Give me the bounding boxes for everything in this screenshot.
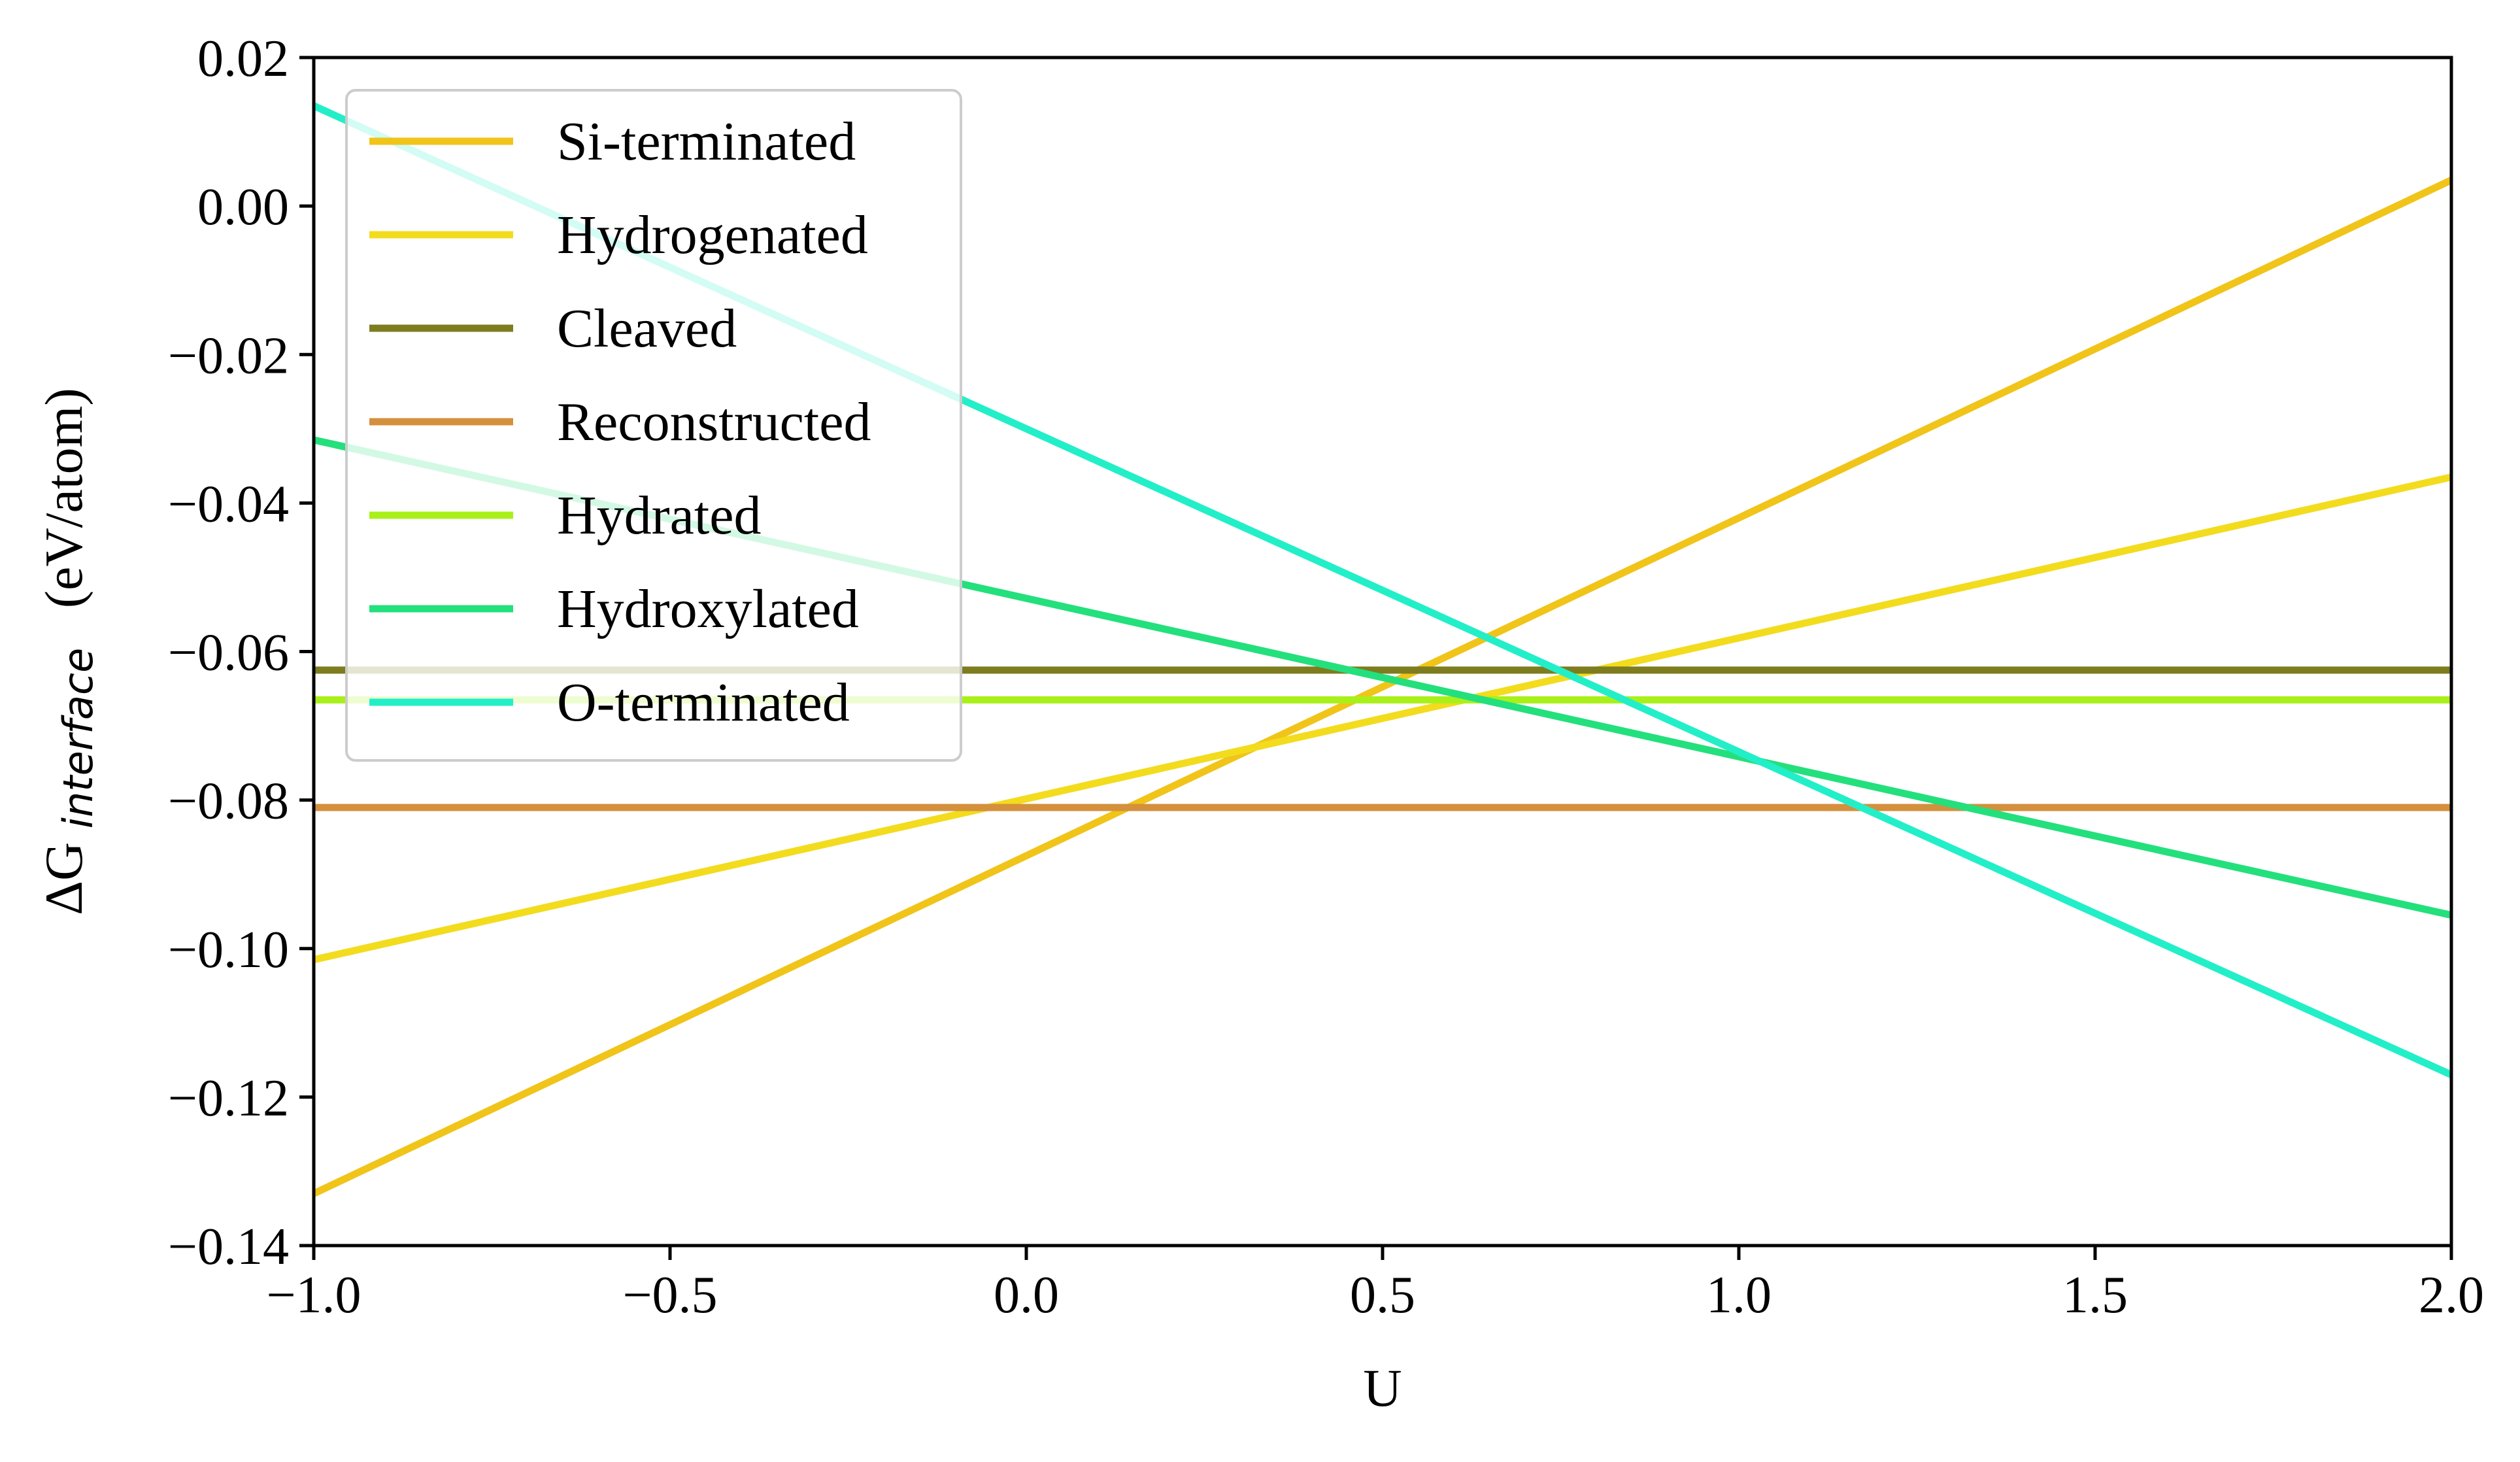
legend-item: O-terminated (369, 672, 850, 733)
y-axis-title-prefix: ΔG (34, 842, 93, 915)
legend-item: Hydrated (369, 485, 762, 546)
x-tick-label: 1.5 (2062, 1266, 2128, 1324)
x-axis: −1.0 −0.5 0.0 0.5 1.0 1.5 2.0 (266, 1246, 2484, 1324)
y-axis-title-unit: (eV/atom) (34, 388, 93, 608)
x-tick-label: 0.0 (994, 1266, 1059, 1324)
legend-item: Hydrogenated (369, 205, 868, 265)
legend-label: Hydroxylated (557, 579, 859, 639)
legend-label: O-terminated (557, 672, 850, 733)
legend-label: Hydrogenated (557, 205, 868, 265)
legend-box (345, 89, 962, 762)
x-tick-label: 2.0 (2419, 1266, 2484, 1324)
x-tick-label: 1.0 (1706, 1266, 1772, 1324)
y-axis: 0.02 0.00 −0.02 −0.04 −0.06 −0.08 −0.10 −0.12 −0… (168, 30, 314, 1276)
x-axis-title: U (1363, 1358, 1402, 1418)
y-tick-label: 0.02 (197, 30, 289, 88)
legend-label: Hydrated (557, 485, 762, 546)
x-tick-label: 0.5 (1350, 1266, 1415, 1324)
legend-label: Cleaved (557, 298, 737, 359)
y-tick-label: −0.14 (168, 1218, 289, 1276)
x-tick-label: −0.5 (622, 1266, 717, 1324)
y-tick-label: −0.10 (168, 921, 289, 979)
y-tick-label: −0.08 (168, 773, 289, 830)
y-tick-label: −0.06 (168, 624, 289, 682)
y-axis-title: ΔG interface (eV/atom) (34, 388, 104, 915)
series-line-si-terminated (314, 177, 2451, 1197)
legend-item: Reconstructed (369, 392, 871, 452)
y-tick-label: 0.00 (197, 178, 289, 236)
legend-item: Si-terminated (369, 111, 856, 172)
series-line-hydrogenated (314, 473, 2451, 964)
y-tick-label: −0.04 (168, 475, 289, 533)
y-tick-label: −0.12 (168, 1070, 289, 1127)
y-axis-title-subscript: interface (54, 648, 102, 829)
y-tick-label: −0.02 (168, 327, 289, 384)
legend-label: Reconstructed (557, 392, 871, 452)
legend-item: Cleaved (369, 298, 737, 359)
legend-item: Hydroxylated (369, 579, 859, 639)
legend: Si-terminatedHydrogenatedCleavedReconstr… (345, 89, 962, 762)
x-tick-label: −1.0 (266, 1266, 361, 1324)
legend-label: Si-terminated (557, 111, 856, 172)
